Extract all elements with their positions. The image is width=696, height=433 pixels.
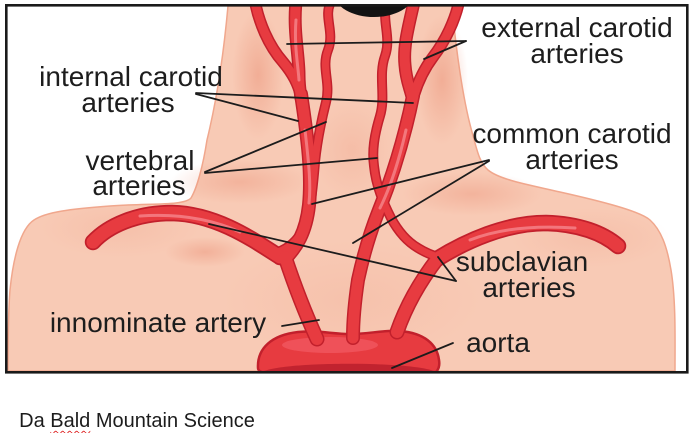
label-innominate: innominate artery <box>50 307 266 338</box>
label-external-carotid-line1: external carotid <box>481 12 672 43</box>
label-external-carotid-line2: arteries <box>530 38 623 69</box>
figure-labels: internal carotid arteries vertebral arte… <box>39 12 673 358</box>
label-common-carotid-line1: common carotid <box>472 118 671 149</box>
label-internal-carotid-line1: internal carotid <box>39 61 223 92</box>
figure-credit: Da Bald Mountain Science <box>8 387 255 433</box>
label-common-carotid-line2: arteries <box>525 144 618 175</box>
leader-vertebral-1 <box>204 121 327 173</box>
leader-internal-carotid-2 <box>195 93 299 122</box>
label-subclavian-line2: arteries <box>482 272 575 303</box>
leader-internal-carotid-1 <box>195 92 414 104</box>
leader-lines <box>195 40 490 369</box>
skin-shading <box>40 10 670 360</box>
leader-subclavian-1 <box>437 256 457 282</box>
leader-common-carotid-2 <box>352 160 490 244</box>
leader-vertebral-2 <box>204 157 378 174</box>
label-vertebral-line1: vertebral <box>86 145 195 176</box>
figure-border <box>5 4 689 374</box>
label-aorta: aorta <box>466 327 530 358</box>
leader-subclavian-2 <box>208 223 457 282</box>
leader-innominate <box>281 319 320 327</box>
leader-external-carotid-2 <box>423 40 467 60</box>
artery-highlights <box>138 18 577 242</box>
leader-external-carotid-1 <box>286 40 467 45</box>
leader-aorta <box>391 342 454 369</box>
chin-silhouette <box>340 6 408 17</box>
leader-common-carotid-1 <box>311 159 490 205</box>
label-vertebral-line2: arteries <box>92 170 185 201</box>
label-subclavian-line1: subclavian <box>456 246 588 277</box>
anatomy-figure: internal carotid arteries vertebral arte… <box>5 4 689 374</box>
credit-misspelled-word: Bald <box>50 410 91 432</box>
aorta-shadow <box>263 363 435 372</box>
credit-suffix: Mountain Science <box>90 410 255 432</box>
label-internal-carotid-line2: arteries <box>81 87 174 118</box>
aorta-highlight <box>282 337 378 353</box>
credit-prefix: Da <box>19 410 51 432</box>
